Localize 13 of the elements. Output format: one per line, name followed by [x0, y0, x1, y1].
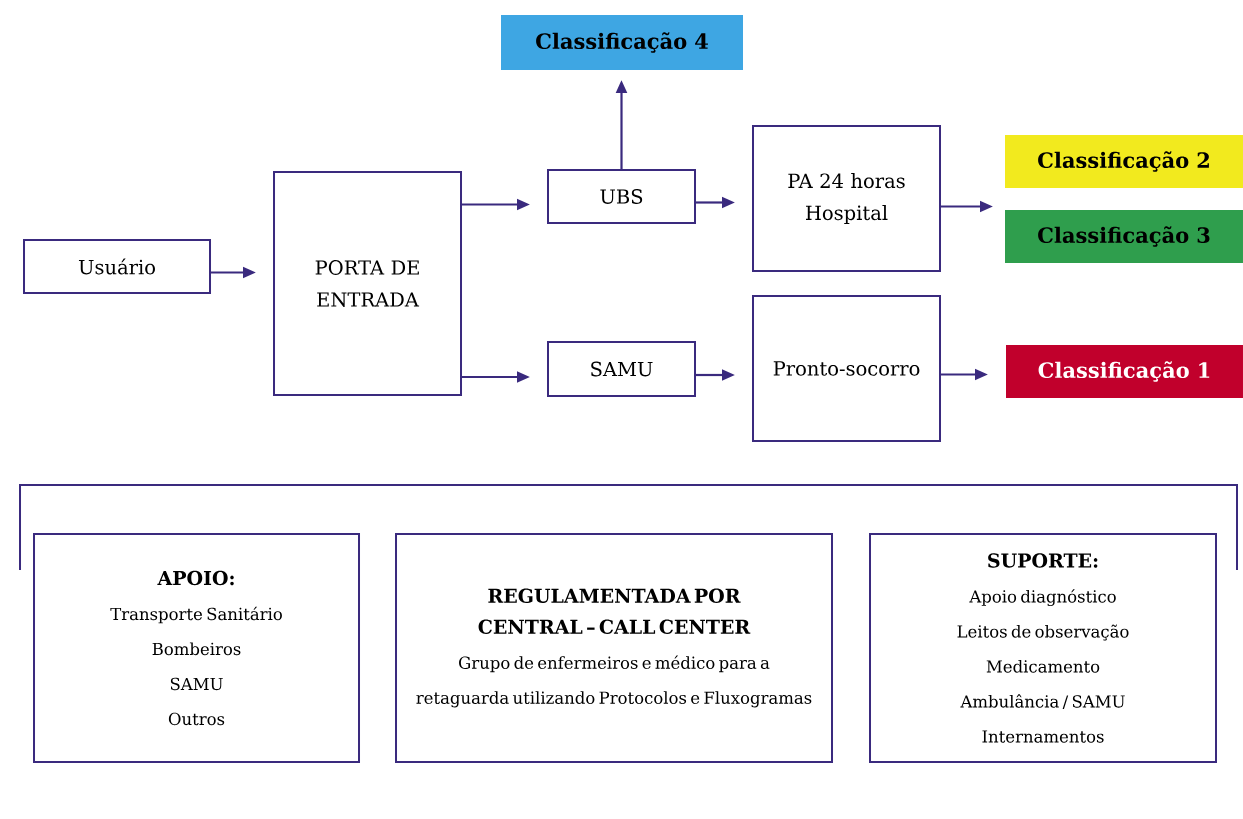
process-box: UBS — [547, 169, 696, 224]
process-box: PA 24 horas Hospital — [752, 125, 941, 272]
process-box: PORTA DE ENTRADA — [273, 171, 462, 396]
info-box: APOIO: Transporte Sanitário Bombeiros SAMU Outros — [33, 533, 360, 763]
info-box: SUPORTE: Apoio diagnóstico Leitos de observação Medicamento Ambulância / SAMU Internamentos — [869, 533, 1217, 763]
classification-box: Classificação 3 — [1005, 210, 1243, 263]
process-box: Pronto-socorro — [752, 295, 941, 442]
classification-box: Classificação 2 — [1005, 135, 1243, 188]
process-box: SAMU — [547, 341, 696, 397]
classification-box: Classificação 1 — [1006, 345, 1243, 398]
info-box: REGULAMENTADA POR CENTRAL – CALL CENTER Grupo de enfermeiros e médico para a retaguarda utilizando Protocolos e Fluxogramas — [395, 533, 833, 763]
classification-box: Classificação 4 — [501, 15, 743, 70]
process-box: Usuário — [23, 239, 211, 294]
